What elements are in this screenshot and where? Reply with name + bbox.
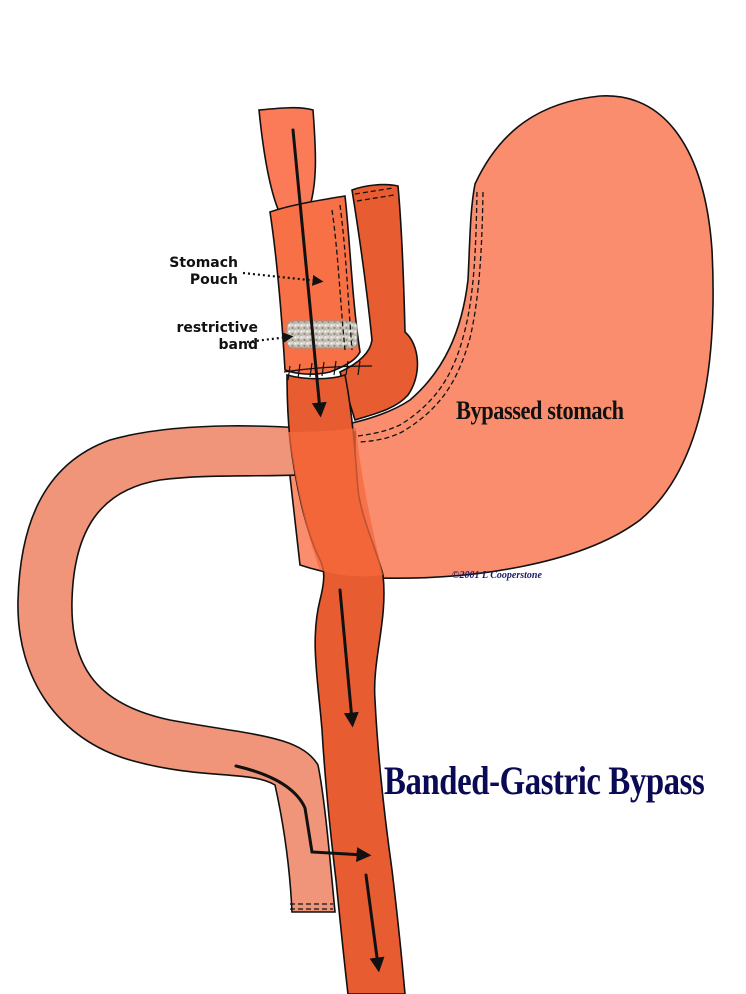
overlap-shading: [288, 428, 383, 577]
arrow-roux-junction: [234, 764, 372, 863]
anastomosis-stitches: [283, 360, 373, 381]
arrow-esophagus: [291, 128, 327, 418]
band-pointer: [246, 332, 294, 344]
copyright-label: ©2001 L Cooperstone: [452, 570, 542, 581]
roux-limb-shape: [17, 425, 356, 913]
bypassed-stomach-label: Bypassed stomach: [456, 396, 624, 425]
restrictive-band-label: restrictive band: [176, 320, 258, 354]
arrow-jejunum-upper: [338, 588, 359, 728]
arrow-jejunum-lower: [364, 873, 385, 973]
food-flow-arrows: [234, 128, 385, 973]
stomach-pouch-label: Stomach Pouch: [169, 255, 238, 289]
jejunal-stump-shape: [339, 183, 419, 422]
stomach-pouch-label-line1: Stomach: [169, 255, 238, 271]
stomach-pouch-label-line2: Pouch: [189, 272, 238, 288]
label-pointers: [242, 271, 324, 344]
restrictive-band-label-line1: restrictive: [176, 320, 258, 336]
esophagus-shape: [258, 106, 317, 220]
restrictive-band-label-line2: band: [218, 337, 258, 353]
diagram-title: Banded-Gastric Bypass: [384, 758, 705, 803]
staple-lines: [290, 187, 484, 910]
bypassed-stomach-shape: [284, 95, 714, 579]
restrictive-band-shape: [286, 320, 358, 349]
